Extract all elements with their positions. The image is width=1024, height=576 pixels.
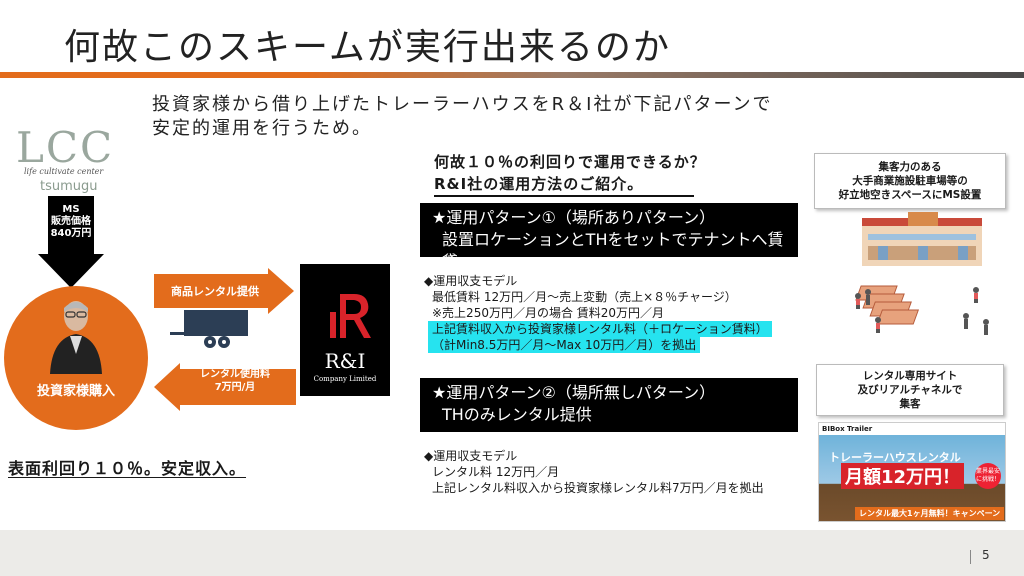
pattern-1-title: ★運用パターン①（場所ありパターン）: [432, 208, 716, 227]
ri-logo: R&I Company Limited: [300, 264, 390, 396]
slide-footer: [0, 530, 1024, 576]
pattern-2-title: ★運用パターン②（場所無しパターン）: [432, 383, 716, 402]
rental-site-info-line-3: 集客: [899, 398, 921, 410]
shopping-mall-illustration: [855, 212, 989, 335]
ms-price-line-1: MS: [62, 204, 80, 215]
pattern-2-line-1: レンタル料 12万円／月: [432, 465, 560, 479]
product-rental-arrow: [154, 268, 294, 314]
ad-title: トレーラーハウスレンタル: [829, 451, 961, 464]
ri-logo-company: Company Limited: [314, 375, 377, 383]
location-info-box: 集客力のある 大手商業施設駐車場等の 好立地空きスペースにMS設置: [814, 153, 1006, 209]
rental-fee-arrow: [154, 363, 296, 411]
investor-label: 投資家様購入: [36, 384, 115, 399]
rental-site-info-box: レンタル専用サイト 及びリアルチャネルで 集客: [816, 364, 1004, 416]
why-underline: [434, 195, 694, 197]
location-info-line-2: 大手商業施設駐車場等の: [852, 175, 968, 187]
lcc-logo-sub: tsumugu: [40, 179, 98, 194]
pattern-2-line-2: 上記レンタル料収入から投資家様レンタル料7万円／月を拠出: [432, 481, 764, 495]
pattern-1-line-2: ※売上250万円／月の場合 賃料20万円／月: [432, 306, 665, 320]
rental-fee-label: レンタル使用料 7万円/月: [176, 368, 294, 394]
why-heading: 何故１０％の利回りで運用できるか？ R&I社の運用方法のご紹介。: [434, 151, 706, 195]
intro-text: 投資家様から借り上げたトレーラーハウスをR＆I社が下記パターンで 安定的運用を行…: [152, 93, 773, 141]
pattern-2-subtitle: THのみレンタル提供: [442, 405, 592, 424]
pattern-2-box: ★運用パターン②（場所無しパターン） THのみレンタル提供: [420, 378, 798, 432]
pattern-1-subtitle: 設置ロケーションとTHをセットでテナントへ賃貸: [442, 230, 784, 271]
ri-logo-mark-icon: R&I Company Limited: [314, 294, 377, 383]
page-number-divider: [970, 550, 971, 564]
ad-badge: 業界最安に挑戦！: [975, 463, 1001, 489]
pattern-2-model-heading: ◆運用収支モデル: [424, 449, 518, 463]
page-title: 何故このスキームが実行出来るのか: [64, 27, 671, 68]
trailer-icon: [170, 310, 248, 348]
ms-price-line-3: 840万円: [50, 228, 92, 239]
why-line-1: 何故１０％の利回りで運用できるか？: [434, 153, 706, 171]
ms-price-line-2: 販売価格: [51, 216, 91, 227]
ad-price: 月額12万円！: [841, 463, 965, 489]
yield-summary: 表面利回り１０％。安定収入。: [8, 459, 247, 478]
ad-brand: BIBox Trailer: [819, 423, 1005, 435]
rental-site-info-line-1: レンタル専用サイト: [862, 370, 958, 382]
rental-fee-line-1: レンタル使用料: [200, 369, 270, 380]
title-divider: [0, 72, 1024, 78]
lcc-logo: LCC life cultivate center tsumugu: [16, 123, 114, 194]
pattern-1-model-heading: ◆運用収支モデル: [424, 274, 518, 288]
investor-person-icon: [50, 301, 102, 374]
why-line-2: R&I社の運用方法のご紹介。: [434, 175, 644, 193]
location-info-line-3: 好立地空きスペースにMS設置: [838, 189, 982, 201]
ad-image: トレーラーハウスレンタル 月額12万円！ 業界最安に挑戦！ レンタル最大1ヶ月無…: [819, 435, 1005, 521]
location-info-line-1: 集客力のある: [878, 161, 942, 173]
ms-price-label: MS 販売価格 840万円: [38, 204, 104, 240]
ri-logo-text: R&I: [325, 349, 366, 373]
pattern-1-line-1: 最低賃料 12万円／月～売上変動（売上×８％チャージ）: [432, 290, 737, 304]
product-rental-label: 商品レンタル提供: [171, 285, 259, 298]
lcc-logo-tagline: life cultivate center: [24, 167, 104, 176]
pattern-1-box: ★運用パターン①（場所ありパターン） 設置ロケーションとTHをセットでテナントへ…: [420, 203, 798, 271]
page-number: 5: [982, 548, 990, 562]
ms-price-arrow: [38, 196, 104, 288]
pattern-1-line-3: 上記賃料収入から投資家様レンタル料（＋ロケーション賃料）: [428, 321, 772, 337]
pattern-1-model: ◆運用収支モデル 最低賃料 12万円／月～売上変動（売上×８％チャージ） ※売上…: [424, 273, 772, 353]
pattern-2-model: ◆運用収支モデル レンタル料 12万円／月 上記レンタル料収入から投資家様レンタ…: [424, 448, 764, 496]
pattern-1-line-4: （計Min8.5万円／月～Max 10万円／月）を拠出: [428, 337, 701, 353]
rental-fee-line-2: 7万円/月: [214, 382, 256, 393]
intro-line-2: 安定的運用を行うため。: [152, 118, 372, 139]
intro-line-1: 投資家様から借り上げたトレーラーハウスをR＆I社が下記パターンで: [152, 94, 773, 115]
rental-ad-banner: BIBox Trailer トレーラーハウスレンタル 月額12万円！ 業界最安に…: [818, 422, 1006, 522]
ad-footer: レンタル最大1ヶ月無料！キャンペーン: [855, 507, 1005, 520]
lcc-logo-mark: LCC: [16, 123, 114, 172]
rental-site-info-line-2: 及びリアルチャネルで: [857, 384, 963, 396]
